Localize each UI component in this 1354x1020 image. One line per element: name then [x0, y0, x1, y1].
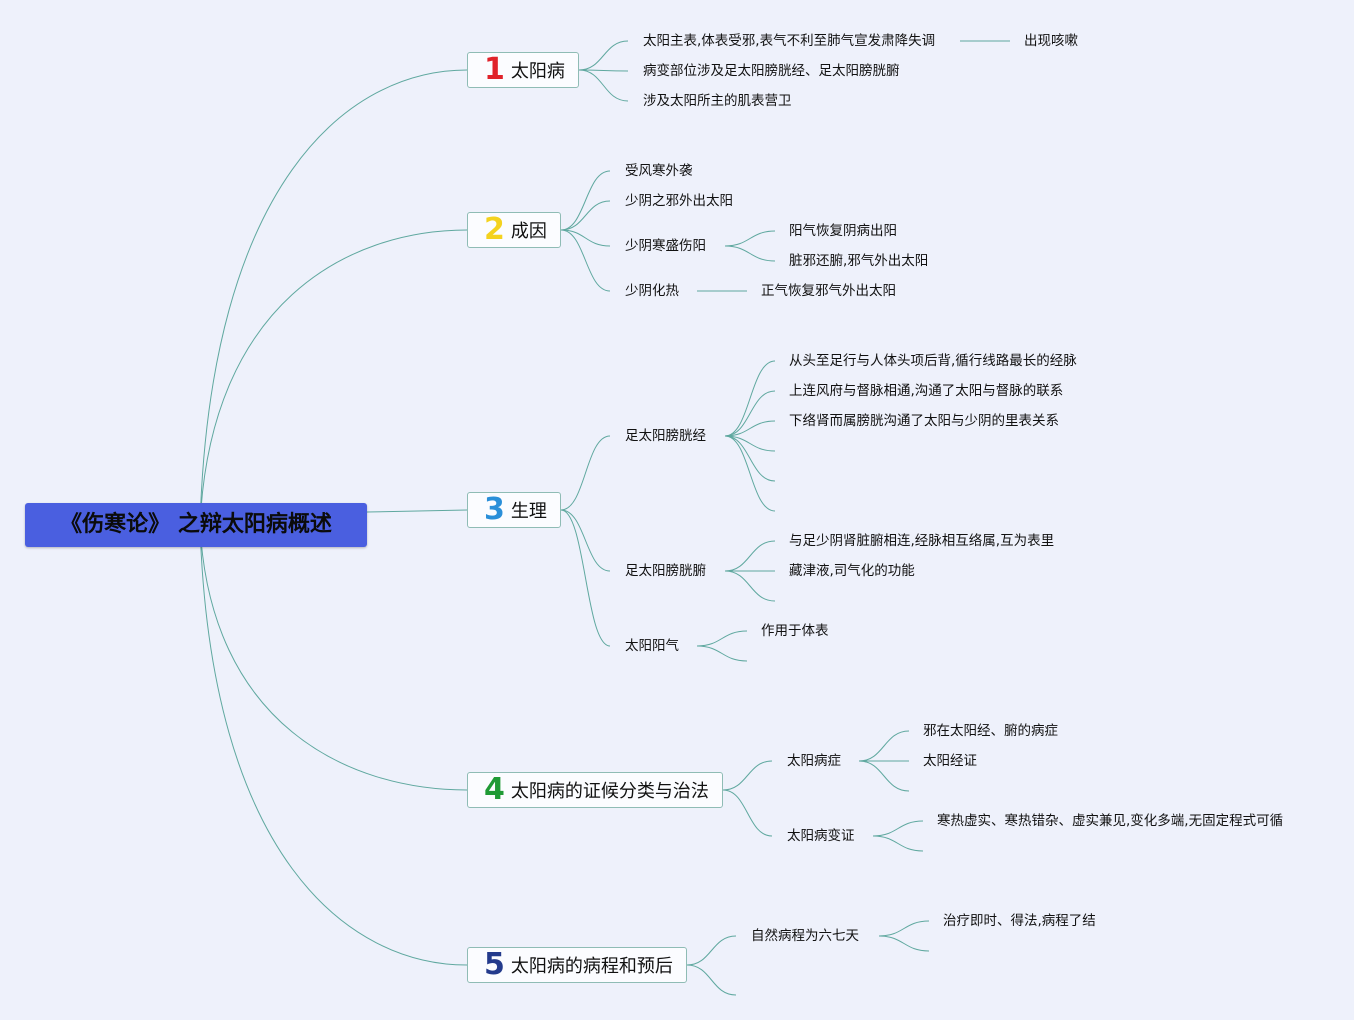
topic-leaf[interactable]: 受风寒外袭	[625, 163, 693, 179]
branch-label: 太阳病的证候分类与治法	[510, 781, 709, 802]
root-title: 《伤寒论》 之辩太阳病概述	[60, 512, 332, 537]
connector-line	[878, 935, 930, 952]
topic-leaf[interactable]: 太阳主表,体表受邪,表气不利至肺气宣发肃降失调	[643, 33, 936, 49]
topic-leaf[interactable]: 太阳阳气	[625, 638, 679, 654]
connector-line	[724, 435, 776, 452]
topic-leaf[interactable]: 脏邪还腑,邪气外出太阳	[789, 253, 929, 269]
branch-number: 4	[484, 772, 505, 807]
connector-line	[560, 170, 611, 231]
connector-line	[696, 645, 748, 662]
branch-number: 5	[484, 947, 505, 982]
topic-leaf[interactable]: 治疗即时、得法,病程了结	[943, 913, 1096, 929]
connector-line	[578, 69, 629, 72]
topic-leaf[interactable]: 阳气恢复阴病出阳	[789, 223, 897, 239]
connector-line	[858, 760, 910, 792]
topic-leaf[interactable]: 太阳病变证	[787, 828, 855, 844]
topic-leaf[interactable]: 太阳经证	[923, 753, 977, 769]
connector-line	[724, 360, 776, 437]
connector-line	[722, 760, 773, 791]
topic-leaf[interactable]: 从头至足行与人体头项后背,循行线路最长的经脉	[789, 353, 1077, 369]
branch-label: 成因	[510, 221, 547, 242]
connector-line	[724, 570, 776, 602]
topic-leaf[interactable]: 足太阳膀胱腑	[625, 563, 706, 579]
connector-line	[686, 935, 737, 966]
branch-number: 2	[484, 212, 505, 247]
connector-line	[560, 435, 611, 511]
connector-line	[872, 835, 924, 852]
topic-leaf[interactable]: 下络肾而属膀胱沟通了太阳与少阴的里表关系	[789, 413, 1059, 429]
branch-course-prognosis[interactable]: 5 太阳病的病程和预后	[467, 947, 687, 983]
topic-leaf[interactable]: 少阴寒盛伤阳	[625, 238, 706, 254]
branch-physiology[interactable]: 3 生理	[467, 492, 561, 528]
root-connector	[366, 509, 468, 513]
topic-leaf[interactable]: 出现咳嗽	[1024, 33, 1078, 49]
root-connector	[199, 69, 468, 526]
topic-leaf[interactable]: 正气恢复邪气外出太阳	[761, 283, 896, 299]
topic-leaf[interactable]: 足太阳膀胱经	[625, 428, 706, 444]
connector-line	[872, 820, 924, 837]
root-connector	[199, 229, 468, 526]
branch-cause[interactable]: 2 成因	[467, 212, 561, 248]
connector-line	[724, 245, 776, 262]
topic-leaf[interactable]: 自然病程为六七天	[751, 928, 859, 944]
topic-leaf[interactable]: 上连风府与督脉相通,沟通了太阳与督脉的联系	[789, 383, 1064, 399]
branch-number: 3	[484, 492, 505, 527]
connector-line	[858, 730, 910, 762]
topic-leaf[interactable]: 邪在太阳经、腑的病症	[923, 723, 1058, 739]
topic-leaf[interactable]: 涉及太阳所主的肌表营卫	[643, 93, 792, 109]
connector-line	[578, 69, 629, 102]
root-connector	[199, 524, 468, 791]
connector-line	[722, 789, 773, 837]
connector-line	[724, 435, 776, 482]
connector-line	[724, 435, 776, 512]
root-topic[interactable]: 《伤寒论》 之辩太阳病概述	[25, 503, 367, 547]
connector-line	[724, 420, 776, 437]
branch-syndrome-classification[interactable]: 4 太阳病的证候分类与治法	[467, 772, 723, 808]
topic-leaf[interactable]: 太阳病症	[787, 753, 841, 769]
connector-line	[560, 229, 611, 292]
connector-line	[560, 509, 611, 647]
connector-line	[686, 964, 737, 996]
connector-line	[560, 200, 611, 231]
connector-line	[560, 229, 611, 247]
connector-line	[724, 230, 776, 247]
connector-line	[560, 509, 611, 572]
branch-label: 生理	[510, 501, 547, 522]
topic-leaf[interactable]: 寒热虚实、寒热错杂、虚实兼见,变化多端,无固定程式可循	[937, 813, 1284, 829]
topic-leaf[interactable]: 少阴之邪外出太阳	[625, 193, 733, 209]
connector-line	[696, 630, 748, 647]
connector-line	[724, 540, 776, 572]
branch-label: 太阳病的病程和预后	[510, 956, 673, 977]
connector-line	[578, 40, 629, 71]
branch-taiyang-disease[interactable]: 1 太阳病	[467, 52, 579, 88]
root-connector	[199, 524, 468, 966]
connector-line	[724, 390, 776, 437]
topic-leaf[interactable]: 作用于体表	[761, 623, 829, 639]
connector-line	[878, 920, 930, 937]
topic-leaf[interactable]: 病变部位涉及足太阳膀胱经、足太阳膀胱腑	[643, 63, 900, 79]
topic-leaf[interactable]: 少阴化热	[625, 283, 679, 299]
branch-number: 1	[484, 52, 505, 87]
topic-leaf[interactable]: 与足少阴肾脏腑相连,经脉相互络属,互为表里	[789, 533, 1055, 549]
branch-label: 太阳病	[510, 61, 565, 82]
topic-leaf[interactable]: 藏津液,司气化的功能	[789, 563, 915, 579]
